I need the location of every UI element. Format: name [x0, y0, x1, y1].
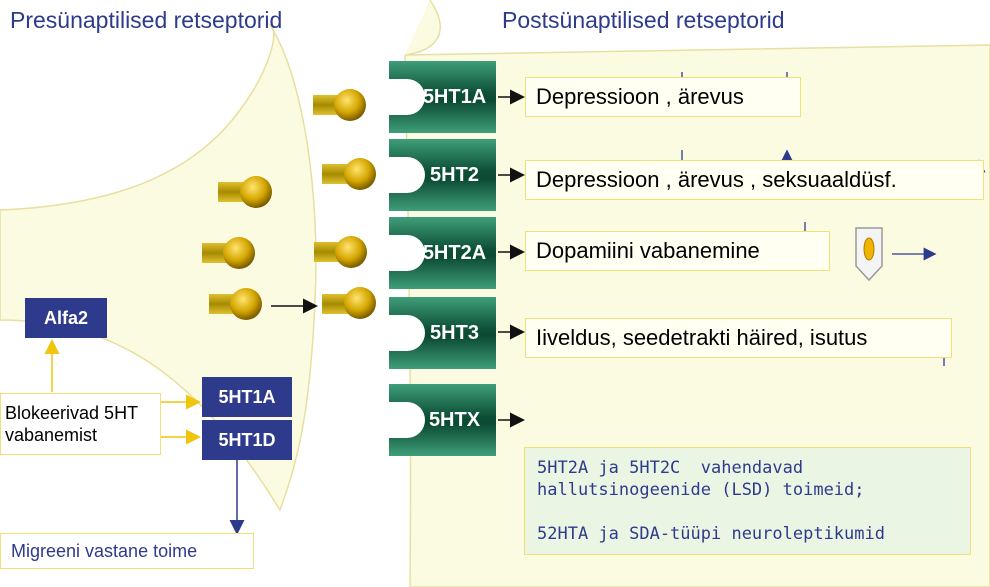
receptor-5ht3: 5HT3	[389, 297, 496, 369]
presynaptic-terminal	[0, 0, 285, 210]
receptor-5ht1a: 5HT1A	[389, 61, 496, 133]
note-line-2: hallutsinogeenide (LSD) toimeid;	[537, 480, 865, 500]
receptor-5ht2: 5HT2	[389, 139, 496, 211]
blocks-release-box: Blokeerivad 5HT vabanemist	[0, 393, 161, 455]
receptor-arrows	[498, 89, 525, 428]
effect-5ht1a: Depressioon , ärevus	[525, 77, 801, 117]
presynaptic-5ht1a-box: 5HT1A	[202, 377, 292, 417]
note-line-3: 52HTA ja SDA-tüüpi neuroleptikumid	[537, 524, 885, 544]
alfa2-box: Alfa2	[25, 298, 107, 338]
effect-5ht3: Iiveldus, seedetrakti häired, isutus	[525, 318, 952, 358]
note-line-1: 5HT2A ja 5HT2C vahendavad	[537, 458, 804, 478]
note-box: 5HT2A ja 5HT2C vahendavad hallutsinogeen…	[524, 447, 971, 555]
effect-5ht2: Depressioon , ärevus , seksuaaldüsf.	[525, 160, 984, 200]
receptor-5ht2a: 5HT2A	[389, 217, 496, 289]
effect-5ht2a: Dopamiini vabanemine	[525, 231, 830, 271]
migraine-box: Migreeni vastane toime	[0, 533, 254, 569]
receptor-5htx: 5HTX	[389, 384, 496, 456]
heading-postsynaptic: Postsünaptilised retseptorid	[502, 7, 785, 33]
serotonin-molecules	[202, 89, 376, 320]
heading-presynaptic: Presünaptilised retseptorid	[10, 7, 283, 33]
dopamine-vesicle	[855, 227, 937, 282]
presynaptic-5ht1d-box: 5HT1D	[202, 420, 292, 460]
